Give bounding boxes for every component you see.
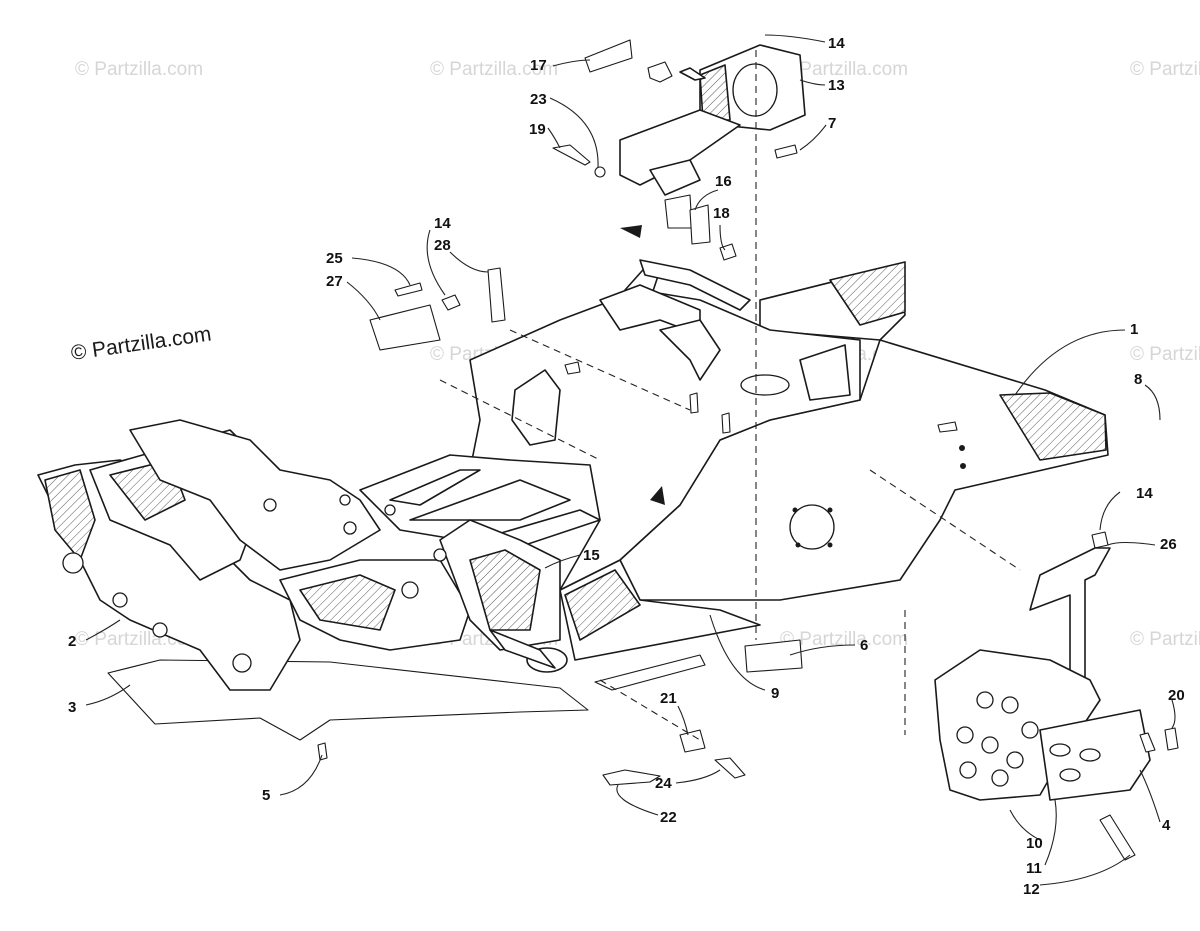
fasteners-drawing: [317, 39, 1109, 786]
callout-19: 19: [529, 121, 546, 138]
callout-16: 16: [715, 173, 732, 190]
callout-26: 26: [1160, 536, 1177, 553]
callout-7: 7: [828, 115, 836, 132]
callout-4: 4: [1162, 817, 1171, 834]
leader-lines: [85, 34, 1176, 886]
callout-15: 15: [583, 547, 600, 564]
callout-6: 6: [860, 637, 868, 654]
partzilla-watermark-logo: © Partzilla.com: [69, 322, 212, 364]
callout-14-left: 14: [434, 215, 451, 232]
callout-27: 27: [326, 273, 343, 290]
callout-14-top: 14: [828, 35, 845, 52]
chassis-tunnel-drawing: [559, 261, 1109, 661]
callout-18: 18: [713, 205, 730, 222]
callout-17: 17: [530, 57, 547, 74]
mount-plate-assembly-drawing: [934, 547, 1179, 861]
watermark-text: © Partzilla.com: [1130, 344, 1200, 365]
callout-9: 9: [771, 685, 779, 702]
callout-28: 28: [434, 237, 451, 254]
watermark-text: © Partzilla.com: [430, 59, 558, 80]
steering-bracket-drawing: [619, 44, 806, 196]
callout-20: 20: [1168, 687, 1185, 704]
callout-8: 8: [1134, 371, 1142, 388]
callout-25: 25: [326, 250, 343, 267]
bottom-plate-drawing: [107, 654, 706, 741]
callout-23: 23: [530, 91, 547, 108]
watermark-text: © Partzilla.com: [780, 59, 908, 80]
callout-1: 1: [1130, 321, 1138, 338]
callout-3: 3: [68, 699, 76, 716]
callout-13: 13: [828, 77, 845, 94]
callout-12: 12: [1023, 881, 1040, 898]
front-bulkhead-drawing: [37, 419, 568, 691]
callout-14-right: 14: [1136, 485, 1153, 502]
assembly-guide-lines: [439, 50, 1021, 741]
watermark-text: © Partzilla.com: [75, 59, 203, 80]
callout-22: 22: [660, 809, 677, 826]
callout-5: 5: [262, 787, 270, 804]
watermark-text: © Partzilla.com: [1130, 59, 1200, 80]
watermark-text: © Partzilla.com: [780, 629, 908, 650]
watermark-text: © Partzilla.com: [1130, 629, 1200, 650]
callout-24: 24: [655, 775, 672, 792]
callout-labels: 1 2 3 4 5 6 7 8 9 10 11 12 13 14 14 14 1…: [68, 35, 1185, 898]
callout-10: 10: [1026, 835, 1043, 852]
callout-21: 21: [660, 690, 677, 707]
callout-2: 2: [68, 633, 76, 650]
callout-11: 11: [1026, 860, 1042, 877]
